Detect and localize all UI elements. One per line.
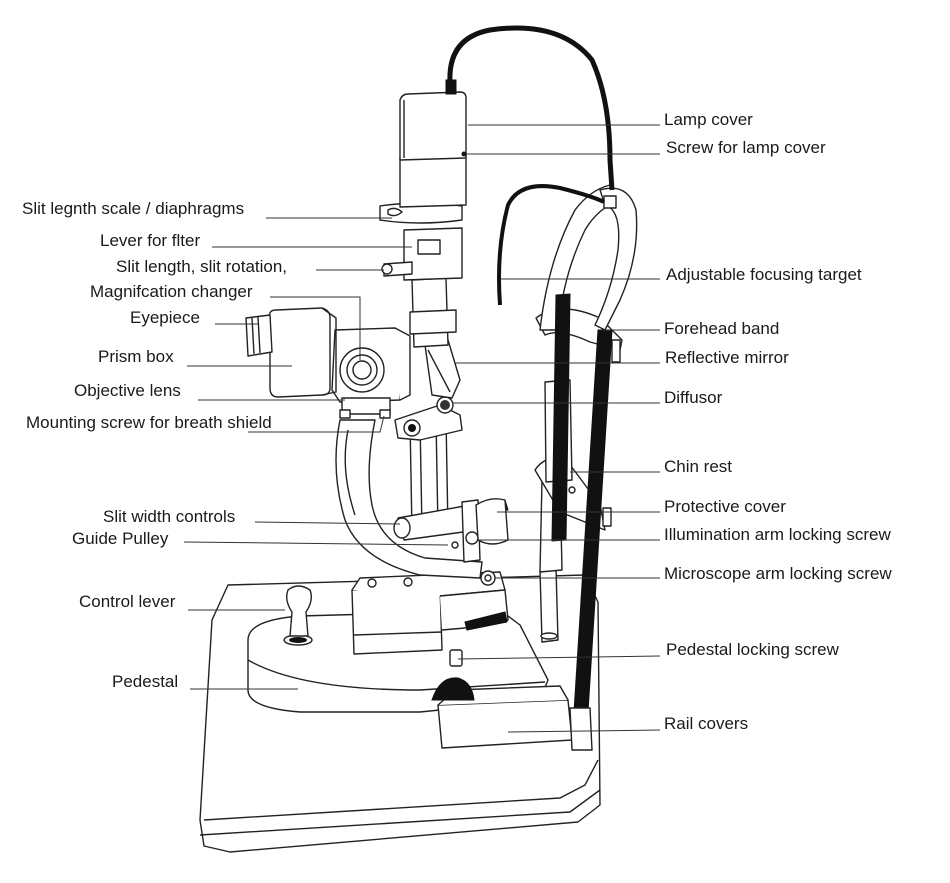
label-diffusor: Diffusor	[664, 388, 723, 407]
label-slit-length-rotation: Slit length, slit rotation,	[116, 257, 287, 276]
label-prism-box: Prism box	[98, 347, 174, 366]
label-forehead-band: Forehead band	[664, 319, 779, 338]
leader-lines	[183, 124, 661, 733]
arm-joint	[394, 396, 463, 441]
label-guide-pulley: Guide Pulley	[72, 529, 169, 548]
carriage-block	[351, 571, 509, 655]
rail-cover-block	[431, 677, 573, 749]
mirror-housing	[424, 339, 461, 399]
label-screw-lamp-cover: Screw for lamp cover	[666, 138, 826, 157]
label-chin-rest: Chin rest	[664, 457, 732, 476]
label-pedestal: Pedestal	[112, 672, 178, 691]
label-magnification-changer: Magnifcation changer	[90, 282, 253, 301]
labels-right: Lamp cover Screw for lamp cover Adjustab…	[664, 110, 892, 733]
slit-lamp-illustration	[199, 25, 638, 853]
label-pedestal-locking-screw: Pedestal locking screw	[666, 640, 840, 659]
microscope-arm	[335, 419, 483, 579]
lamp-housing	[399, 79, 467, 208]
labels-left: Slit legnth scale / diaphragms Lever for…	[22, 199, 287, 691]
label-adjustable-focusing-target: Adjustable focusing target	[666, 265, 862, 284]
label-mounting-screw: Mounting screw for breath shield	[26, 413, 272, 432]
label-lever-filter: Lever for flter	[100, 231, 200, 250]
slit-width-control-knobs	[393, 498, 509, 586]
label-slit-width-controls: Slit width controls	[103, 507, 235, 526]
label-lamp-cover: Lamp cover	[664, 110, 753, 129]
power-cables	[447, 25, 615, 306]
label-rail-covers: Rail covers	[664, 714, 748, 733]
label-protective-cover: Protective cover	[664, 497, 786, 516]
label-slit-length-scale: Slit legnth scale / diaphragms	[22, 199, 244, 218]
label-illumination-arm-locking-screw: Illumination arm locking screw	[664, 525, 891, 544]
label-microscope-arm-locking-screw: Microscope arm locking screw	[664, 564, 892, 583]
label-eyepiece: Eyepiece	[130, 308, 200, 327]
slit-head-column	[381, 227, 463, 348]
pedestal-locking-screw-part	[449, 649, 463, 667]
label-reflective-mirror: Reflective mirror	[665, 348, 789, 367]
control-lever-part	[283, 585, 313, 646]
label-objective-lens: Objective lens	[74, 381, 181, 400]
microscope-head	[245, 307, 411, 419]
label-control-lever: Control lever	[79, 592, 176, 611]
